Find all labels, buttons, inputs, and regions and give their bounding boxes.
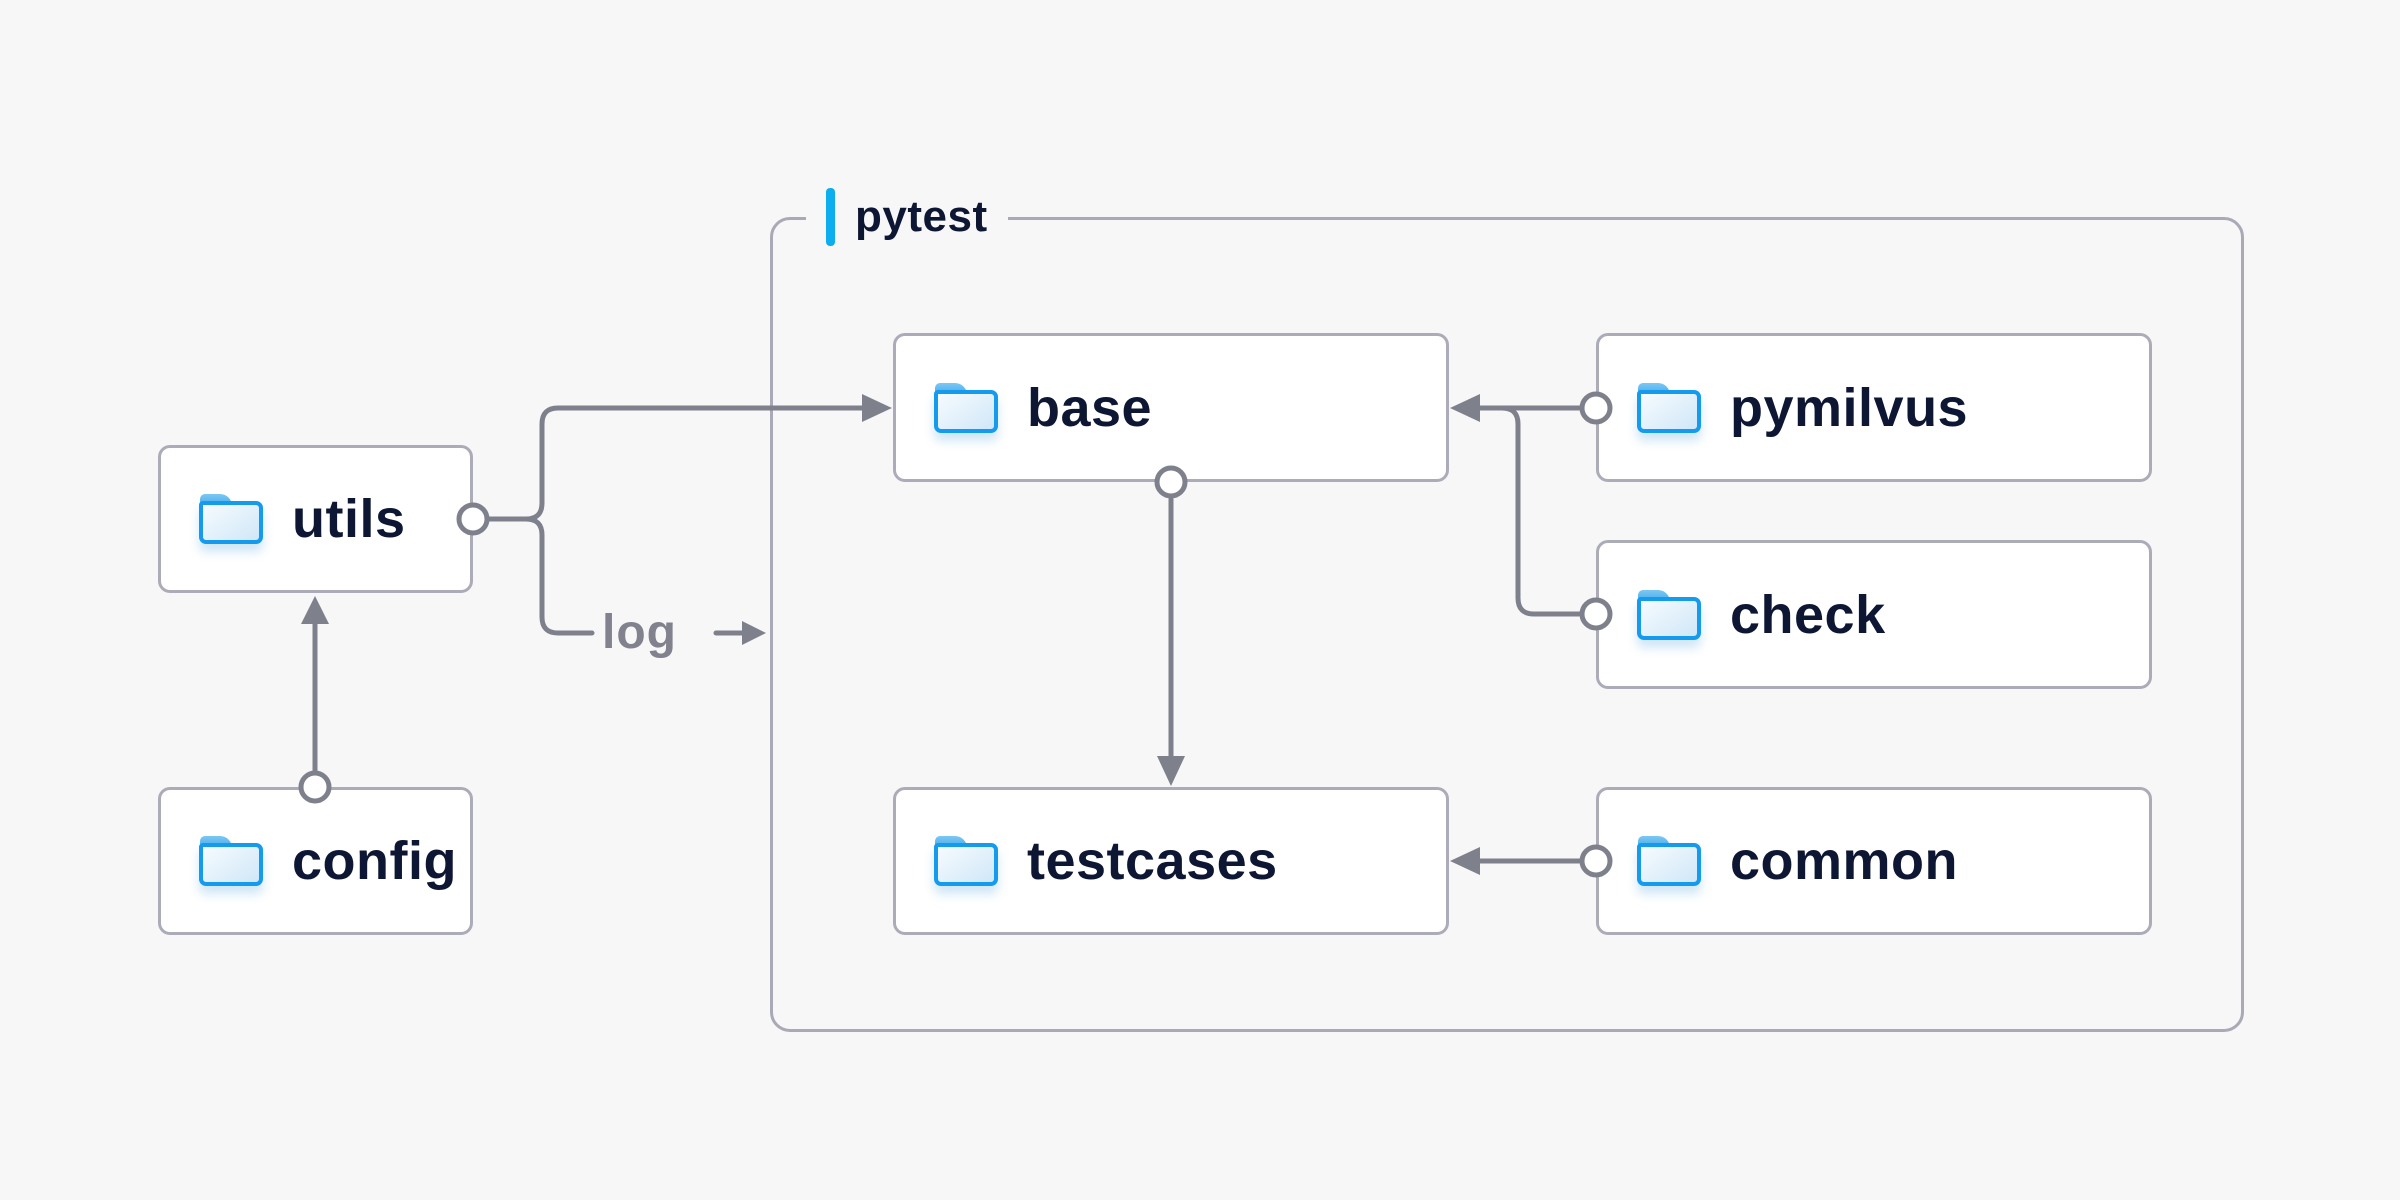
pytest-group-label: pytest	[806, 186, 1008, 248]
edge-utils-log	[492, 516, 595, 636]
node-label-pymilvus: pymilvus	[1730, 377, 1969, 438]
folder-icon	[934, 382, 998, 433]
node-testcases: testcases	[893, 787, 1449, 935]
arrowhead-config-utils	[301, 596, 329, 624]
folder-icon	[1637, 836, 1701, 886]
folder-icon	[1637, 589, 1701, 640]
node-base: base	[893, 333, 1449, 482]
pytest-group	[770, 217, 2244, 1032]
node-label-check: check	[1730, 584, 1886, 645]
node-config: config	[158, 787, 473, 935]
folder-icon	[199, 836, 263, 886]
folder-icon-body	[199, 501, 263, 544]
folder-icon-body	[934, 389, 998, 433]
pytest-group-label-text: pytest	[855, 192, 988, 241]
folder-icon-body	[199, 843, 263, 886]
node-label-utils: utils	[292, 489, 406, 549]
arrowhead-log	[742, 621, 766, 645]
folder-icon-body	[1637, 389, 1701, 433]
folder-icon	[934, 836, 998, 886]
node-pymilvus: pymilvus	[1596, 333, 2152, 482]
folder-icon	[1637, 382, 1701, 433]
edge-label-log: log	[602, 606, 677, 659]
folder-icon-body	[1637, 843, 1701, 886]
node-label-testcases: testcases	[1027, 831, 1278, 891]
node-label-base: base	[1027, 377, 1153, 438]
folder-icon-body	[934, 843, 998, 886]
node-label-common: common	[1730, 831, 1959, 891]
node-label-config: config	[292, 831, 457, 891]
accent-bar	[826, 188, 835, 246]
folder-icon-body	[1637, 596, 1701, 640]
folder-icon	[199, 494, 263, 544]
node-common: common	[1596, 787, 2152, 935]
node-check: check	[1596, 540, 2152, 689]
node-utils: utils	[158, 445, 473, 593]
